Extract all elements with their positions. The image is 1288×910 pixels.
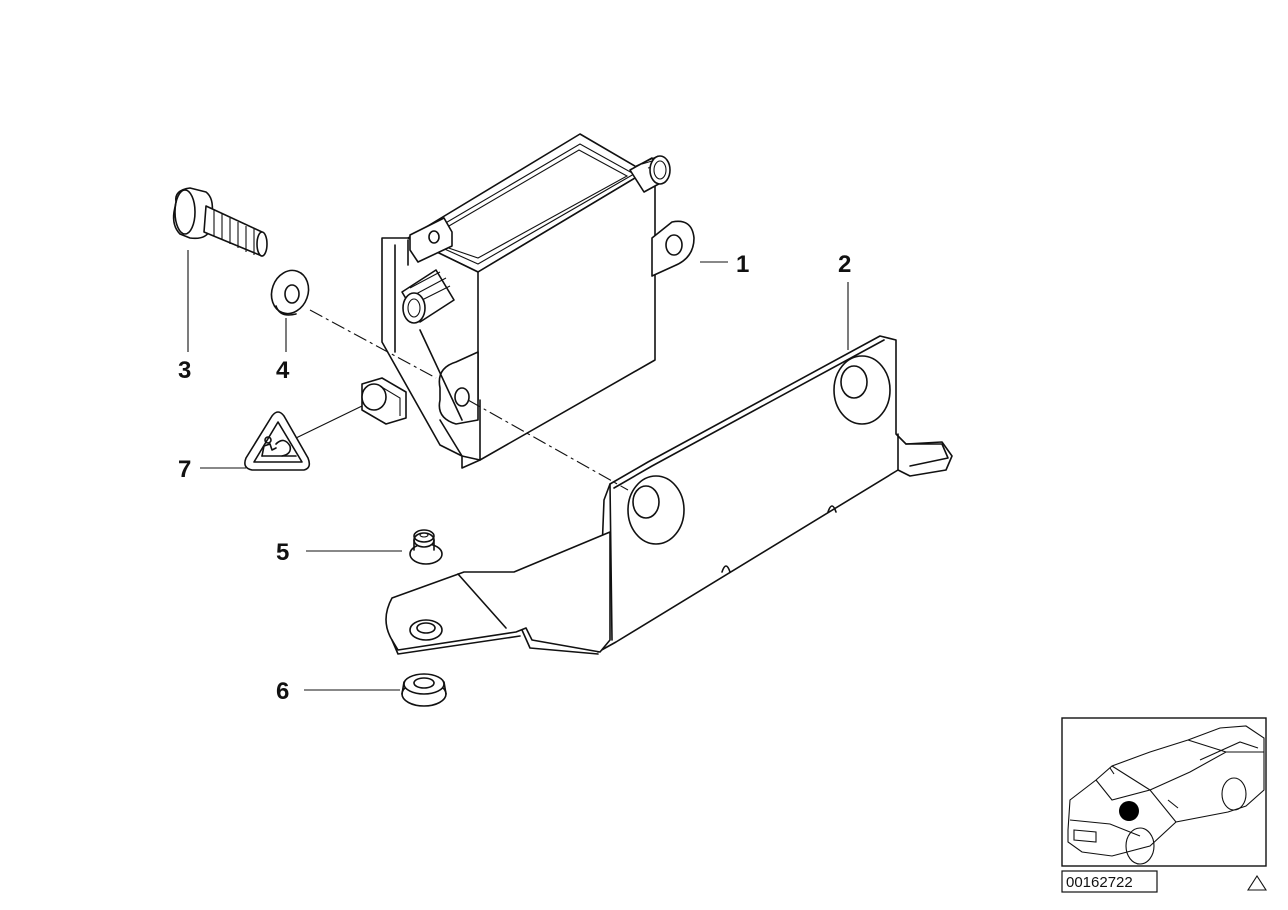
reference-number-box: 00162722: [1061, 870, 1158, 893]
car-location-icon: [1067, 725, 1265, 865]
socket-connector: [361, 377, 407, 425]
control-unit-part: [381, 133, 695, 469]
mounting-bracket-part: [385, 335, 953, 655]
location-marker-icon: [1119, 801, 1139, 821]
connector-right: [629, 155, 671, 193]
grommet-small-part: [409, 529, 443, 565]
callout-2: 2: [838, 251, 851, 278]
callout-4: 4: [276, 357, 290, 384]
callout-1: 1: [736, 251, 749, 278]
callout-7: 7: [178, 456, 191, 483]
callout-6: 6: [276, 678, 289, 705]
callout-5: 5: [276, 539, 289, 566]
warning-label-part: [244, 411, 311, 471]
bolt-part: [172, 187, 268, 257]
triangle-icon: [1246, 874, 1268, 891]
assembly-lines: [309, 309, 629, 491]
car-location-inset: [1061, 717, 1267, 867]
airbag-icon: [261, 436, 297, 457]
callout-3: 3: [178, 357, 191, 384]
leader-lines: [187, 250, 849, 691]
callout-labels: 1 2 3 4 5 6 7: [178, 251, 851, 705]
grommet-large-part: [401, 673, 447, 707]
reference-number: 00162722: [1066, 874, 1133, 891]
connector-left: [401, 269, 455, 324]
washer-part: [270, 269, 310, 316]
